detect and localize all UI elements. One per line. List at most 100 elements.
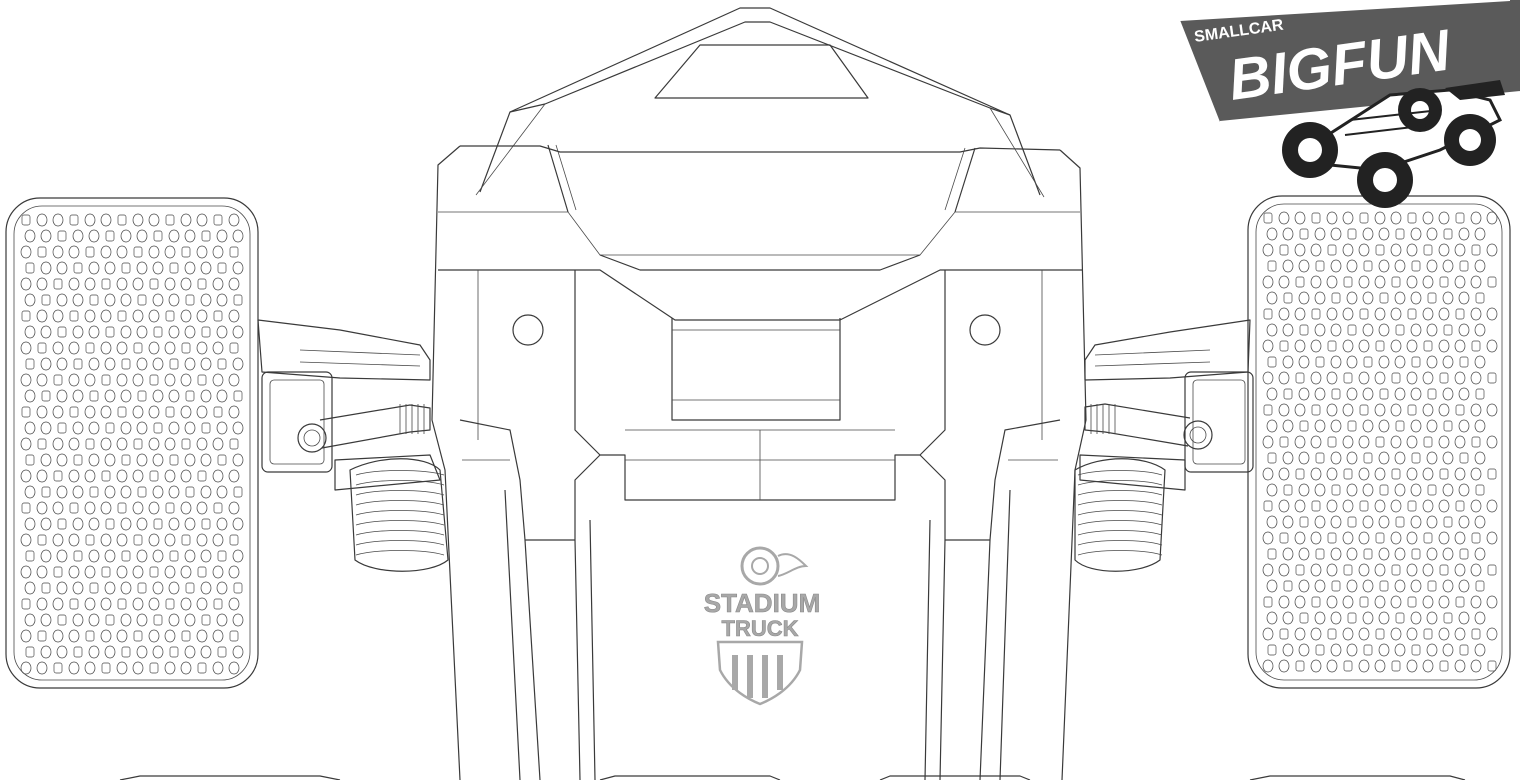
tread-lug	[133, 630, 143, 642]
tread-lug	[1458, 419, 1470, 433]
tread-lug	[213, 214, 223, 226]
tread-lug	[1443, 324, 1453, 336]
tread-lug	[1439, 372, 1449, 384]
tread-lug	[1278, 563, 1290, 577]
tread-lug	[1374, 659, 1386, 673]
tread-lug	[1263, 308, 1273, 320]
tread-lug	[89, 294, 99, 306]
tread-lug	[25, 262, 35, 274]
tread-lug	[1359, 596, 1369, 608]
tread-lug	[1486, 435, 1498, 449]
tread-lug	[1310, 467, 1322, 481]
tread-lug	[1442, 579, 1454, 593]
tread-lug	[233, 294, 243, 306]
tread-lug	[40, 421, 52, 435]
tread-lug	[73, 262, 83, 274]
tread-lug	[116, 565, 128, 579]
left-tire-tread	[20, 213, 244, 675]
tread-lug	[21, 502, 31, 514]
tread-lug	[120, 229, 132, 243]
tread-lug	[40, 357, 52, 371]
tread-lug	[136, 517, 148, 531]
tread-lug	[233, 582, 243, 594]
tread-lug	[1410, 227, 1422, 241]
tread-lug	[149, 470, 159, 482]
tread-lug	[1310, 563, 1322, 577]
tread-lug	[1311, 404, 1321, 416]
tread-lug	[1438, 499, 1450, 513]
tread-lug	[1422, 659, 1434, 673]
tread-lug	[181, 246, 191, 258]
tread-lug	[1454, 275, 1466, 289]
tread-lug	[1279, 436, 1289, 448]
tread-lug	[1454, 371, 1466, 385]
tread-lug	[37, 246, 47, 258]
tread-lug	[1278, 275, 1290, 289]
tread-lug	[1262, 435, 1274, 449]
tread-lug	[1455, 404, 1465, 416]
tread-lug	[164, 661, 176, 675]
tread-lug	[1363, 260, 1373, 272]
tread-lug	[1394, 483, 1406, 497]
tread-lug	[1362, 419, 1374, 433]
tread-lug	[1474, 451, 1486, 465]
tread-lug	[1378, 419, 1390, 433]
tread-lug	[1282, 323, 1294, 337]
tread-lug	[1442, 451, 1454, 465]
tread-lug	[1390, 307, 1402, 321]
tread-lug	[1391, 276, 1401, 288]
tread-lug	[1438, 307, 1450, 321]
boot-rib	[355, 490, 445, 496]
tread-lug	[1331, 484, 1341, 496]
tread-lug	[1362, 611, 1374, 625]
boot-rib	[355, 500, 445, 506]
tread-lug	[1390, 595, 1402, 609]
tread-lug	[1295, 660, 1305, 672]
tread-lug	[1375, 532, 1385, 544]
tread-lug	[1454, 243, 1466, 257]
stadium-truck-emblem: STADIUM TRUCK	[703, 546, 821, 706]
tread-lug	[169, 550, 179, 562]
tread-lug	[1359, 404, 1369, 416]
tread-lug	[1374, 307, 1386, 321]
tread-lug	[1475, 292, 1485, 304]
tread-lug	[233, 390, 243, 402]
wheel-flame-icon	[740, 546, 780, 586]
tread-lug	[185, 390, 195, 402]
tread-lug	[1438, 531, 1450, 545]
tread-lug	[88, 325, 100, 339]
tread-lug	[84, 277, 96, 291]
tread-lug	[1279, 340, 1289, 352]
tread-lug	[1407, 308, 1417, 320]
tread-lug	[1378, 515, 1390, 529]
tread-lug	[52, 533, 64, 547]
tread-lug	[229, 246, 239, 258]
tread-lug	[196, 405, 208, 419]
tread-lug	[1470, 371, 1482, 385]
tread-lug	[1410, 323, 1422, 337]
tread-lug	[1378, 611, 1390, 625]
tread-lug	[1358, 563, 1370, 577]
tread-lug	[1326, 275, 1338, 289]
tread-lug	[201, 614, 211, 626]
tread-lug	[1470, 659, 1482, 673]
tread-lug	[213, 598, 223, 610]
tread-lug	[1314, 387, 1326, 401]
tread-lug	[1423, 244, 1433, 256]
tread-lug	[1311, 212, 1321, 224]
tread-lug	[1438, 595, 1450, 609]
tread-lug	[1406, 627, 1418, 641]
tread-lug	[116, 373, 128, 387]
tread-lug	[1486, 627, 1498, 641]
tread-lug	[1407, 500, 1417, 512]
tread-lug	[168, 325, 180, 339]
tread-lug	[57, 518, 67, 530]
tread-lug	[1294, 211, 1306, 225]
tread-lug	[216, 613, 228, 627]
tread-lug	[1442, 643, 1454, 657]
tread-lug	[1486, 339, 1498, 353]
tread-lug	[104, 261, 116, 275]
tread-lug	[184, 645, 196, 659]
tread-lug	[1410, 611, 1422, 625]
tread-lug	[68, 245, 80, 259]
